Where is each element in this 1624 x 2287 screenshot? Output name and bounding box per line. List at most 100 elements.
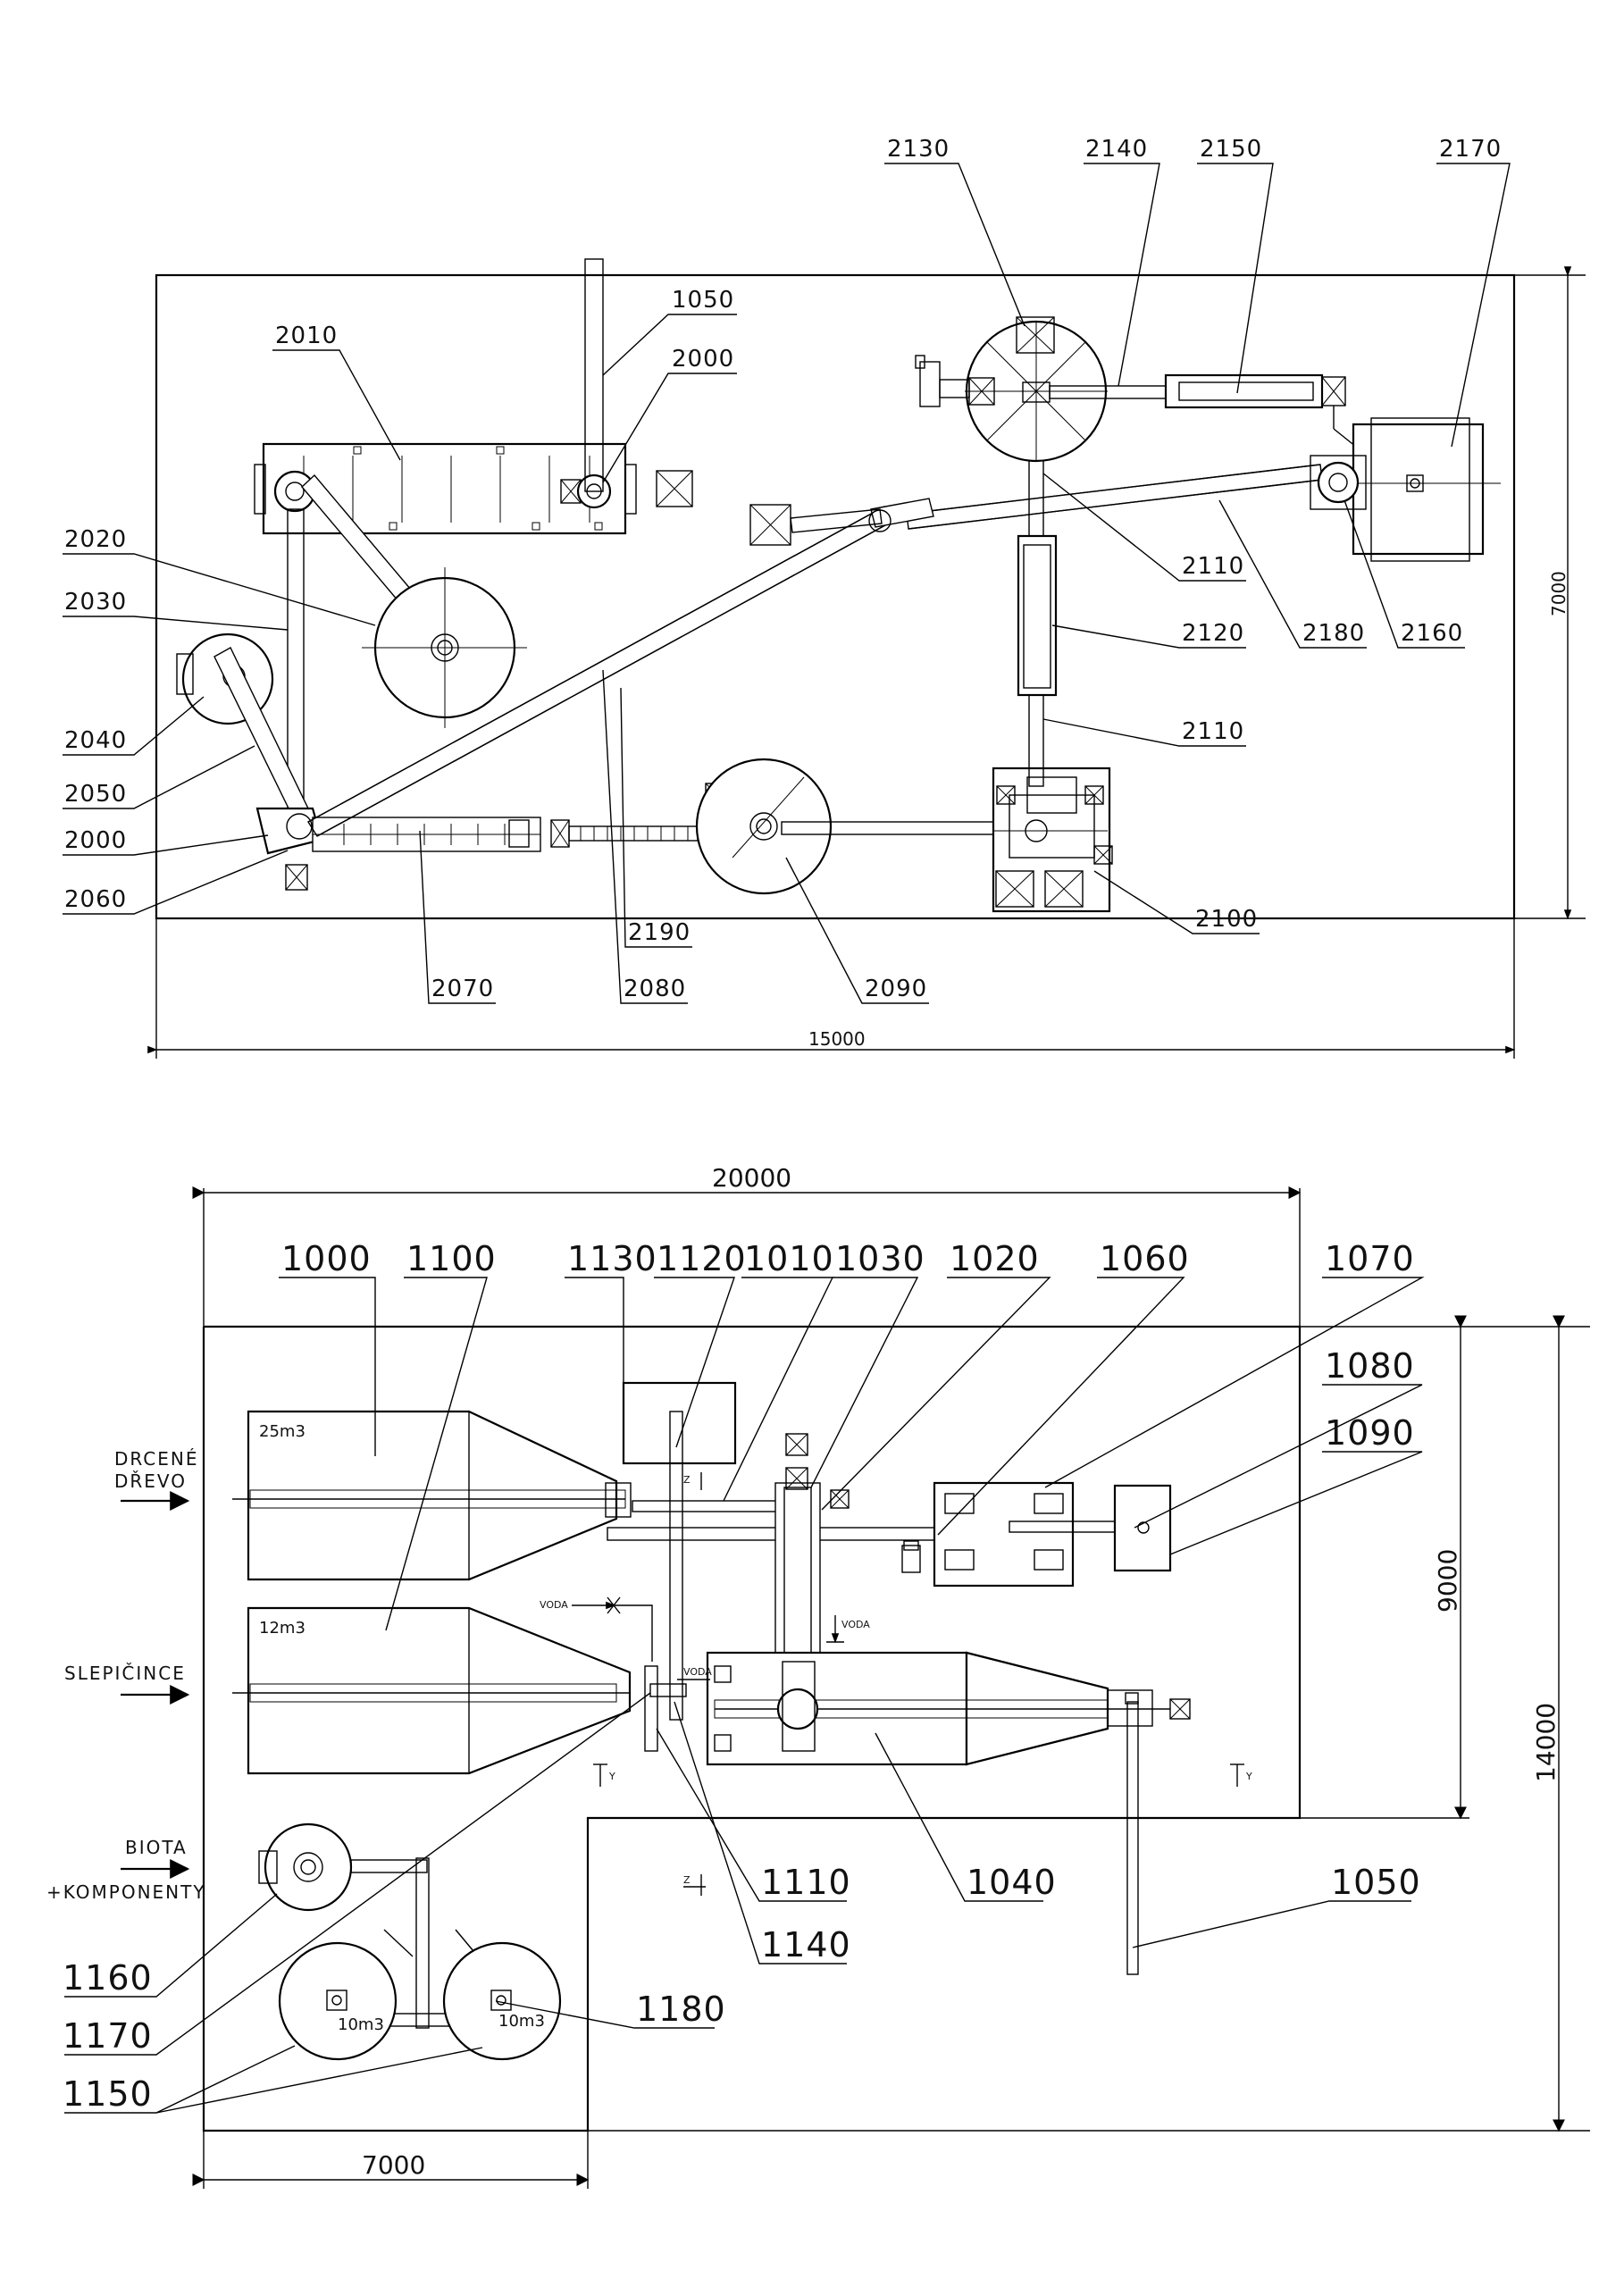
dim-width-15000: 15000 [808,1028,866,1050]
label-1050-bottom: 1050 [1331,1863,1421,1902]
dim-height-7000: 7000 [1548,571,1570,616]
input-slepicince-text: SLEPIČINCE [64,1663,186,1684]
label-1020: 1020 [950,1239,1040,1278]
label-2030: 2030 [64,589,127,616]
unit-2150 [1164,373,1324,409]
water-inlet-1: VODA [540,1596,653,1662]
tank-1000: 25m3 [232,1410,632,1581]
label-2020: 2020 [64,526,127,553]
label-1050-top: 1050 [672,287,734,314]
section-z-upper: Z [683,1474,691,1486]
tank-1150-left-volume: 10m3 [338,2015,384,2034]
crusher-2100 [992,767,1113,913]
screw-2180 [906,464,1323,530]
unit-2160-2170 [1310,417,1501,562]
pipe-1110 [644,1665,658,1752]
unit-1130 [622,1381,737,1465]
hopper-2090 [695,758,833,895]
tank-1100: 12m3 [232,1606,632,1775]
water-inlet-2: VODA [677,1666,712,1680]
label-1080: 1080 [1325,1346,1415,1386]
dim-bottom-7000: 7000 [362,2150,425,2180]
input-biota: BIOTA +KOMPONENTY [46,1837,206,1903]
unit-1070 [933,1481,1075,1587]
label-2190: 2190 [628,919,691,946]
label-1130: 1130 [567,1239,657,1278]
voda-label-2: VODA [683,1666,712,1678]
tank-1000-volume: 25m3 [259,1422,306,1441]
label-2100: 2100 [1195,906,1258,933]
input-slepicince: SLEPIČINCE [64,1663,190,1705]
dim-width-20000: 20000 [712,1163,791,1193]
input-biota-text: BIOTA [125,1837,188,1858]
tank-1100-volume: 12m3 [259,1619,306,1638]
mixer-2040 [176,632,309,818]
label-2170: 2170 [1439,136,1502,163]
bottom-plan: 20000 9000 14000 7000 25m3 12m3 [46,1163,1590,2189]
label-2000-lower: 2000 [64,827,127,854]
elevator-2000-2060 [255,807,323,891]
leader-lines-top [63,163,1511,1004]
tank-1150-right-volume: 10m3 [498,2012,545,2031]
voda-label-1: VODA [540,1599,568,1611]
top-plan: 15000 7000 [63,136,1586,1059]
tank-1150-left: 10m3 [278,1941,398,2061]
hopper-2130 [915,316,1108,463]
label-2140: 2140 [1085,136,1148,163]
unit-2120 [1017,534,1058,697]
input-drevo-text: DŘEVO [114,1470,187,1492]
label-1000: 1000 [281,1239,372,1278]
section-y-left: Y [608,1771,615,1782]
drum-1040 [706,1651,1191,1766]
unit-1090 [1113,1484,1172,1572]
dim-height-9000: 9000 [1433,1549,1462,1613]
labels-top: 2130 2140 2150 2170 1050 2010 2000 2020 … [64,136,1502,1002]
labels-bottom: 1000 1100 1130 1120 1010 1030 1020 1060 … [63,1239,1421,2114]
label-1030: 1030 [835,1239,925,1278]
label-1110: 1110 [761,1863,851,1902]
label-1090: 1090 [1325,1413,1415,1453]
label-2000-upper: 2000 [672,346,734,373]
label-2150: 2150 [1200,136,1262,163]
label-1160: 1160 [63,1958,153,1998]
label-1060: 1060 [1100,1239,1190,1278]
conveyor-2190 [568,825,704,842]
label-2090: 2090 [865,976,927,1002]
section-z-lower: Z [683,1874,691,1886]
input-drcene-text: DRCENÉ [114,1448,199,1470]
dimension-width-top: 15000 [147,1028,1516,1054]
input-komponenty-text: +KOMPONENTY [46,1881,206,1903]
section-markers: Y Y Z Z [593,1472,1252,1896]
label-2130: 2130 [887,136,950,163]
label-1070: 1070 [1325,1239,1415,1278]
label-2050: 2050 [64,781,127,808]
screw-1050-bottom [1126,1701,1139,1975]
label-2180: 2180 [1302,620,1365,647]
voda-label-3: VODA [841,1619,870,1630]
input-drcene-drevo: DRCENÉ DŘEVO [114,1448,199,1511]
label-1100: 1100 [406,1239,497,1278]
dim-height-14000: 14000 [1531,1703,1561,1782]
label-1180: 1180 [636,1990,726,2029]
screw-1120 [669,1411,683,1721]
section-y-right: Y [1245,1771,1252,1782]
label-1010: 1010 [744,1239,834,1278]
label-1150: 1150 [63,2074,153,2114]
label-2160: 2160 [1401,620,1463,647]
motor-box-upper [656,470,693,507]
water-inlet-3: VODA [826,1615,870,1644]
label-2060: 2060 [64,886,127,913]
label-2120: 2120 [1182,620,1244,647]
hopper-2020 [362,567,527,728]
dimension-height-top: 7000 [1514,266,1586,920]
label-1040: 1040 [967,1863,1057,1902]
leader-lines-bottom [64,1277,1425,2114]
tank-1150-right: 10m3 [442,1941,562,2061]
label-2070: 2070 [431,976,494,1002]
label-2110-lower: 2110 [1182,718,1244,745]
label-1120: 1120 [657,1239,747,1278]
label-2110-upper: 2110 [1182,553,1244,580]
label-1170: 1170 [63,2016,153,2056]
label-1140: 1140 [761,1925,851,1964]
